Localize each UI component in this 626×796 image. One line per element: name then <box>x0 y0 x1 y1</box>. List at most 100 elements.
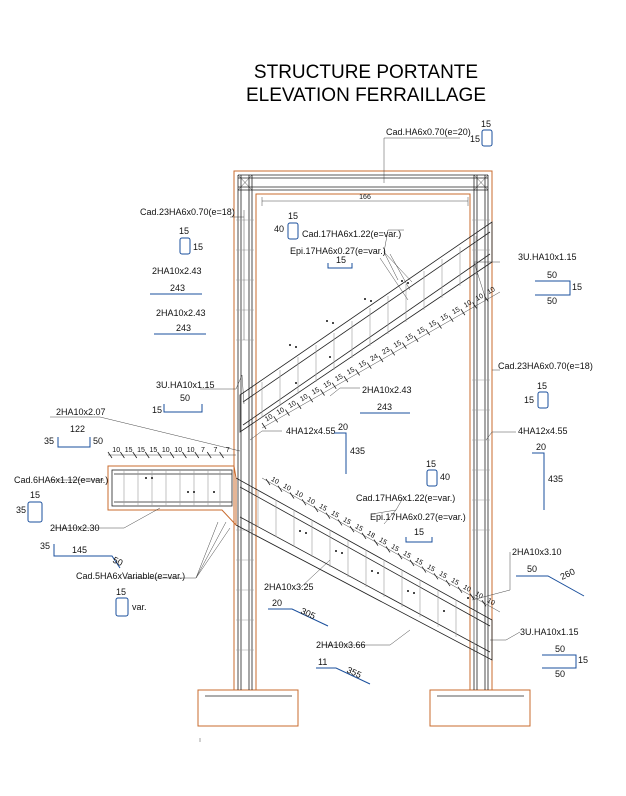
spacing-value: 15 <box>390 543 400 553</box>
spacing-value: 15 <box>311 387 321 397</box>
spacing-value: 15 <box>402 550 412 560</box>
spacing-tick <box>397 552 403 560</box>
lower-ubar-label: 3U.HA10x1.15 <box>520 627 579 637</box>
spacing-value: 15 <box>358 360 368 370</box>
spacing-tick <box>169 451 175 459</box>
spacing-tick <box>448 315 454 323</box>
spacing-value: 15 <box>318 503 328 513</box>
spacing-tick <box>325 512 331 519</box>
spacing-tick <box>144 451 150 459</box>
lower-epi-len: 15 <box>414 527 424 537</box>
spacing-tick <box>301 498 307 506</box>
upper-epi-len: 15 <box>336 255 346 265</box>
spacing-value: 15 <box>125 447 133 454</box>
spacing-tick <box>402 342 407 349</box>
spacing-value: 18 <box>366 530 376 540</box>
spacing-tick <box>457 586 463 594</box>
left-ubar-b: 15 <box>152 405 162 415</box>
right-column-stirrup-shape <box>537 391 549 409</box>
spacing-tick <box>472 302 477 309</box>
landing-cad-b: 35 <box>16 505 26 515</box>
right-column-shape-b: 15 <box>524 395 534 405</box>
spacing-tick <box>460 308 466 316</box>
left-main-a: 20 <box>338 422 348 432</box>
spacing-value: 10 <box>276 407 286 417</box>
top-beam-stirrup-shape <box>481 129 493 147</box>
spacing-tick <box>107 451 113 459</box>
right-column-shape-a: 15 <box>537 381 547 391</box>
spacing-value: 15 <box>150 447 158 454</box>
spacing-value: 15 <box>330 510 340 520</box>
spacing-value: 10 <box>486 597 496 607</box>
spacing-value: 24 <box>369 353 379 363</box>
spacing-value: 15 <box>404 333 414 343</box>
right-column-stirrups <box>472 219 490 531</box>
landing-cad-a: 15 <box>30 490 40 500</box>
spacing-value: 10 <box>282 483 292 493</box>
spacing-value: 15 <box>439 313 449 323</box>
lower-ubar-a: 50 <box>555 644 565 654</box>
upper-bar-len: 243 <box>377 402 392 412</box>
frame-inner-outline <box>255 193 471 690</box>
spacing-tick <box>313 505 319 513</box>
upper-epi-shape <box>327 263 353 269</box>
left-bar2-len: 243 <box>176 323 191 333</box>
spacing-tick <box>132 451 138 459</box>
right-ubar-b: 15 <box>572 282 582 292</box>
right-footing <box>429 689 531 727</box>
spacing-tick <box>265 478 271 486</box>
landing-shape-c: 15 <box>426 459 436 469</box>
spacing-value: 15 <box>334 373 344 383</box>
lower-bar2-label: 2HA10x3.25 <box>264 582 314 592</box>
right-ubar-c: 50 <box>547 296 557 306</box>
spacing-value: 15 <box>322 380 332 390</box>
spacing-tick <box>296 402 302 410</box>
spacing-value: 15 <box>342 517 352 527</box>
spacing-value: 15 <box>450 577 460 587</box>
left-bar1-label: 2HA10x2.43 <box>152 266 202 276</box>
spacing-value: 15 <box>428 320 438 330</box>
spacing-tick <box>261 422 267 430</box>
top-beam-shape-b: 15 <box>470 134 480 144</box>
spacing-value: 10 <box>187 447 195 454</box>
spacing-tick <box>308 395 314 403</box>
right-main-label: 4HA12x4.55 <box>518 426 568 436</box>
lower-bar1-label: 2HA10x3.10 <box>512 547 562 557</box>
spacing-tick <box>349 525 355 533</box>
spacing-tick <box>355 369 360 376</box>
lower-bar3-shape <box>316 667 371 685</box>
upper-shape-a: 15 <box>288 211 298 221</box>
landing-cad-label: Cad.6HA6x1.12(e=var.) <box>14 475 108 485</box>
spacing-value: 7 <box>213 447 217 454</box>
left-column-stirrup-label: Cad.23HA6x0.70(e=18) <box>140 207 235 217</box>
top-beam-labels: Cad.HA6x0.70(e=20) 15 15 <box>386 119 493 147</box>
spacing-tick <box>194 451 200 459</box>
lower-ubar-c: 50 <box>555 669 565 679</box>
landing-upper-shape <box>426 469 438 487</box>
lower-bar3-b: 355 <box>345 665 363 680</box>
spacing-tick <box>219 451 224 459</box>
lower-bar2-b: 305 <box>299 606 317 621</box>
spacing-tick <box>361 532 367 540</box>
landing-outline <box>107 465 237 527</box>
spacing-tick <box>378 355 384 363</box>
spacing-value: 15 <box>438 570 448 580</box>
landing-bot-bar-a: 35 <box>40 541 50 551</box>
spacing-tick <box>273 416 279 423</box>
spacing-tick <box>366 362 372 369</box>
left-main-label: 4HA12x4.55 <box>286 426 336 436</box>
landing-bot-bar-b: 145 <box>72 545 87 555</box>
spacing-tick <box>120 451 125 459</box>
spacing-tick <box>320 389 325 396</box>
spacing-tick <box>337 519 343 526</box>
landing-shape-d: 40 <box>440 472 450 482</box>
lower-bar2-shape <box>268 608 329 627</box>
landing-top-bar-label: 2HA10x2.07 <box>56 407 106 417</box>
spacing-value: 7 <box>201 447 205 454</box>
drawing-title: STRUCTURE PORTANTE ELEVATION FERRAILLAGE <box>246 62 486 106</box>
